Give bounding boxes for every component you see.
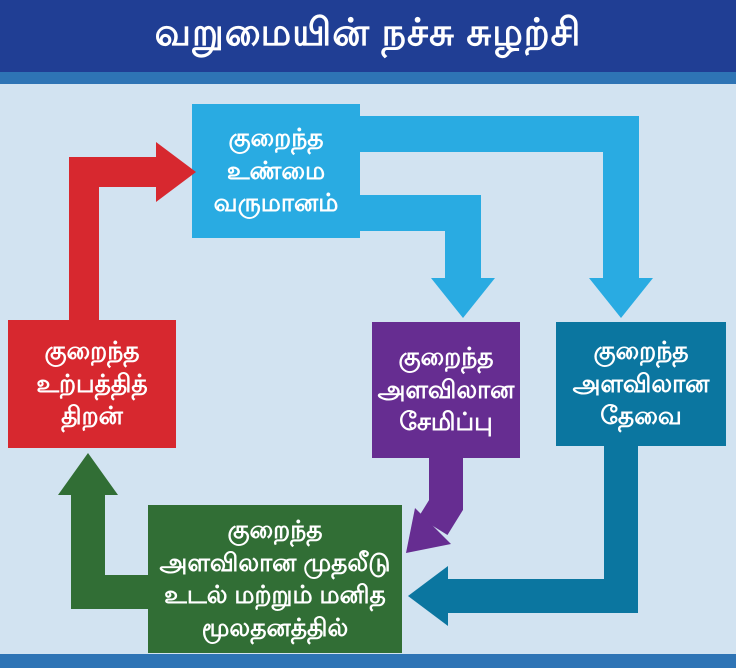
- arrow-savings-to-investment: [406, 452, 463, 553]
- box-low-investment: குறைந்த அளவிலான முதலீடு உடல் மற்றும் மனி…: [148, 505, 402, 653]
- arrow-productivity-to-income-head: [156, 142, 196, 202]
- arrow-savings-to-investment-head: [406, 508, 451, 553]
- arrow-income-to-savings-shaft: [352, 195, 481, 282]
- bottom-border-strip: [0, 654, 736, 668]
- box-low-productivity: குறைந்த உற்பத்தித் திறன்: [8, 320, 176, 448]
- arrow-productivity-to-income-shaft: [69, 157, 156, 330]
- box-low-investment-label: குறைந்த அளவிலான முதலீடு உடல் மற்றும் மனி…: [159, 516, 391, 642]
- box-low-real-income: குறைந்த உண்மை வருமானம்: [192, 104, 360, 238]
- arrow-savings-to-investment-shaft: [418, 452, 463, 535]
- title-bar: வறுமையின் நச்சு சுழற்சி: [0, 0, 736, 72]
- arrow-investment-to-productivity-shaft: [71, 495, 152, 609]
- title-underline-strip: [0, 72, 736, 84]
- arrow-income-to-demand: [352, 116, 653, 318]
- arrow-productivity-to-income: [69, 142, 196, 330]
- arrow-demand-to-investment: [408, 440, 638, 626]
- box-low-demand-label: குறைந்த அளவிலான தேவை: [572, 337, 710, 431]
- arrow-income-to-demand-shaft: [352, 116, 639, 282]
- arrow-income-to-demand-head: [589, 278, 653, 318]
- arrow-demand-to-investment-head: [408, 566, 448, 626]
- arrow-demand-to-investment-shaft: [448, 440, 638, 613]
- box-low-savings-label: குறைந்த அளவிலான சேமிப்பு: [377, 343, 515, 437]
- arrow-investment-to-productivity: [58, 453, 152, 609]
- box-low-demand: குறைந்த அளவிலான தேவை: [556, 322, 726, 446]
- box-low-productivity-label: குறைந்த உற்பத்தித் திறன்: [36, 337, 148, 431]
- box-low-savings: குறைந்த அளவிலான சேமிப்பு: [372, 322, 520, 458]
- diagram-title: வறுமையின் நச்சு சுழற்சி: [154, 12, 582, 54]
- box-low-real-income-label: குறைந்த உண்மை வருமானம்: [213, 124, 339, 218]
- arrow-income-to-savings: [352, 195, 495, 318]
- arrow-income-to-savings-head: [431, 278, 495, 318]
- arrow-investment-to-productivity-head: [58, 453, 118, 495]
